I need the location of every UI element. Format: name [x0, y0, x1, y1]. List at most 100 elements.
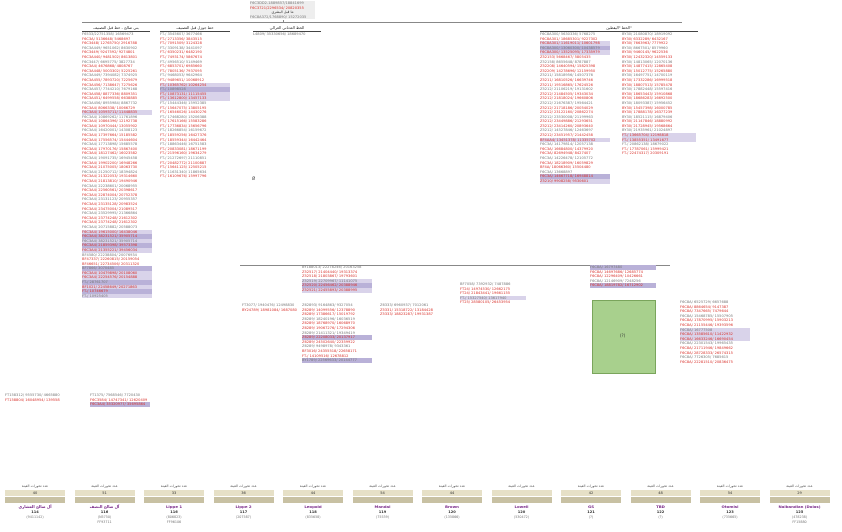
snp-line: F6C3449/ 9247592/ 9274801	[82, 50, 135, 55]
snp-line: BY30/ 18686283/ 16692500	[622, 96, 673, 101]
footer-lineage-id: 123	[726, 510, 734, 514]
snp-line: F6C3A/ 5136648/ 5468697	[82, 36, 131, 41]
snp-line: Z52520/ 22456462/ 20388946	[302, 283, 372, 288]
footer-lineage-id: 114	[31, 510, 39, 514]
snp-line: Z5212/ 23530008/ 21199963	[540, 114, 593, 119]
snp-line: BY30/ 18807513/ 15785478	[622, 82, 673, 87]
footer-lineage-name: Lippe 2	[235, 504, 252, 509]
footer-extra: FF93711	[97, 520, 112, 524]
snp-line: FT-/ 10746679	[82, 289, 152, 294]
snp-line: FT-/ 7091509/ 3124328	[160, 41, 202, 46]
snp-line: F6C3A4/ 21813810/ 19490946	[82, 179, 138, 183]
snp-line: F6C3A4/ 20715882/ 20588073	[82, 224, 138, 229]
snp-line: F6C8A/ 12146909/ 7248256	[590, 278, 641, 283]
snp-line: FT-/ 15647075/ 13805195	[160, 105, 207, 110]
snp-line: F6C3A4/ 10864396/ 12192738	[82, 119, 138, 124]
snp-line: F6C8A/ 28728333/ 26574315	[680, 350, 733, 355]
snp-line: FT-/ 11631340/ 11865634	[160, 169, 207, 174]
snp-line: F6C3A/ 13668897	[540, 169, 573, 174]
snp-line: FT-/ 15444346/ 15952385	[160, 100, 207, 105]
footer-lineage-name: GS	[588, 504, 594, 509]
snp-line: Z52209/ 14278696/ 12159950	[540, 68, 596, 73]
footer-header: عدد تحورات العينة	[647, 484, 674, 488]
snp-line: Z52521/ 22455893/ 20388995	[302, 287, 372, 293]
root-connector	[283, 20, 284, 23]
snp-line: BY30/ 9460145/ 9622536	[622, 50, 668, 55]
snp-line: Z52519/ 22709967/ 11141075	[302, 278, 372, 284]
snp-line: BY30/ 14813065/ 12070136	[622, 59, 673, 64]
footer-sample-count-label: 42	[561, 490, 621, 496]
snp-line: F6C3A4/ 19615000/ 16438046	[82, 229, 152, 235]
snp-line: F6C8A301/ 18685301/ 9227302	[540, 36, 598, 41]
footer-header: عدد تحورات العينة	[160, 484, 188, 488]
footer-sample-count-label: 33	[144, 490, 204, 496]
snp-line: FT-/ 13612800/ 13457133	[160, 96, 230, 101]
footer-kit: (75539)	[375, 515, 390, 519]
snp-line: BY30/ 18521115/ 16879406	[622, 114, 673, 119]
snp-line: Z6289/ 9498978/ 9343361	[302, 344, 351, 349]
footer-header: عدد تحورات العينة	[369, 484, 396, 488]
footer-lineage-name: Leopold	[304, 504, 322, 509]
snp-line: FT-/ 13665704/ 12198818	[622, 133, 696, 138]
snp-line: BY30/ 21728945/ 19568664	[622, 123, 673, 128]
snp-line: F6C3A/ 14226478/ 12105772	[540, 156, 593, 161]
column-3: L4809/ 35330656/ 18689470	[253, 32, 321, 37]
snp-line: F6C3A/ 14179814/ 12057138	[540, 142, 593, 147]
snp-line: BY188013/ 22278246/ 20163258	[302, 265, 362, 269]
snp-line: Z5211/ 19516865/ 17624526	[540, 82, 593, 87]
snp-line: F6C3A4/ 21075005/ 18063730	[82, 165, 138, 170]
snp-line: Z5212/ 21718186/ 20054029	[540, 105, 593, 110]
snp-line: F6C8A/ 18819782/ 16712902	[590, 283, 656, 288]
snp-line: Z5212/ 23451957/ 21442458	[540, 133, 593, 138]
snp-line: FT158804/ 16048954/ 13955874	[5, 397, 60, 402]
snp-line: FT-/ 7805136/ 7937095	[160, 68, 202, 73]
snp-line: BY1789/ 22569633/ 20144777	[302, 358, 372, 363]
snp-line: F6C8A300/ 13060300/ 10438579	[540, 45, 610, 51]
snp-line: Z6289/ 19067276/ 17294306	[302, 325, 355, 330]
snp-line: F6C8A/ 14697686/ 12685774	[590, 269, 643, 274]
snp-line: BF4A/ 18066360/ 15504480	[540, 165, 591, 170]
snp-line: Z5210/ 9908258/ 9530601	[540, 179, 610, 184]
snp-line: Z6289/ 18768970/ 16068970	[302, 321, 355, 326]
snp-line: F6C3584/ 14747341/ 12620409	[90, 397, 148, 402]
footer-lineage-id: 119	[378, 510, 387, 514]
snp-line: F6C8A/ 16633246/ 16690454	[680, 336, 750, 342]
snp-line: F6C3A456/ 8955984/ 8867732	[82, 100, 138, 105]
footer-lineage-id: 118	[309, 510, 317, 514]
snp-line: F6C3A4/ 23475004/ 21089517	[82, 206, 138, 211]
footer-count-box	[283, 497, 343, 503]
snp-line: FT-/ 6853701/ 6985660	[160, 64, 202, 69]
snp-line: FT-/ 2713356/ 3843515	[160, 36, 202, 41]
footer-lineage-name: Nalbandian (Dolas)	[778, 504, 821, 509]
footer-lineage-name: Brown	[445, 504, 459, 509]
footer-count-box	[144, 497, 204, 503]
snp-line: BY30/ 21080870/ 18919092	[622, 32, 673, 36]
snp-line: F6C3A4/ 17713898/ 15685578	[82, 142, 138, 147]
snp-line: Z6289/ 21411321/ 19349419	[302, 330, 355, 335]
footer-kit: (135866)	[444, 515, 460, 519]
footer-lineage-name: TBD	[656, 504, 665, 509]
snp-line: F6C8A/ 12296409/ 10426661	[590, 274, 643, 279]
snp-line: Z52153/ 5668467/ 5805435	[540, 54, 591, 59]
footer-lineage-name: آل صالح النصف	[89, 504, 120, 509]
snp-line: F6C3A4/ 10869262/ 11761896	[82, 114, 138, 119]
snp-line: FT-/ 21596160/ 19634279	[160, 151, 207, 156]
snp-line: FT-/ 21272697/ 21110851	[160, 156, 207, 161]
snp-line: F6C3448/ 12765750/ 2916788	[82, 41, 138, 46]
snp-line: BY30/ 18653443/ 15910868	[622, 91, 673, 96]
snp-line: F6C3A4/ 19091735/ 16945458	[82, 156, 138, 161]
footer-kit: (N5750)	[97, 515, 112, 519]
footer-kit: (9411142)	[26, 515, 44, 519]
snp-line: BF7058/ 7392932/ 7487886	[460, 282, 511, 286]
footer-lineage-id: 116	[100, 510, 109, 514]
footer-lineage-id: 122	[656, 510, 665, 514]
snp-line: BF47337/ 22260815/ 20159054	[82, 257, 140, 262]
footer-count-box	[422, 497, 482, 503]
snp-line: FT-/ 10873131/ 11115455	[160, 91, 230, 97]
footer-lineage-name: Otomisi	[721, 504, 739, 509]
